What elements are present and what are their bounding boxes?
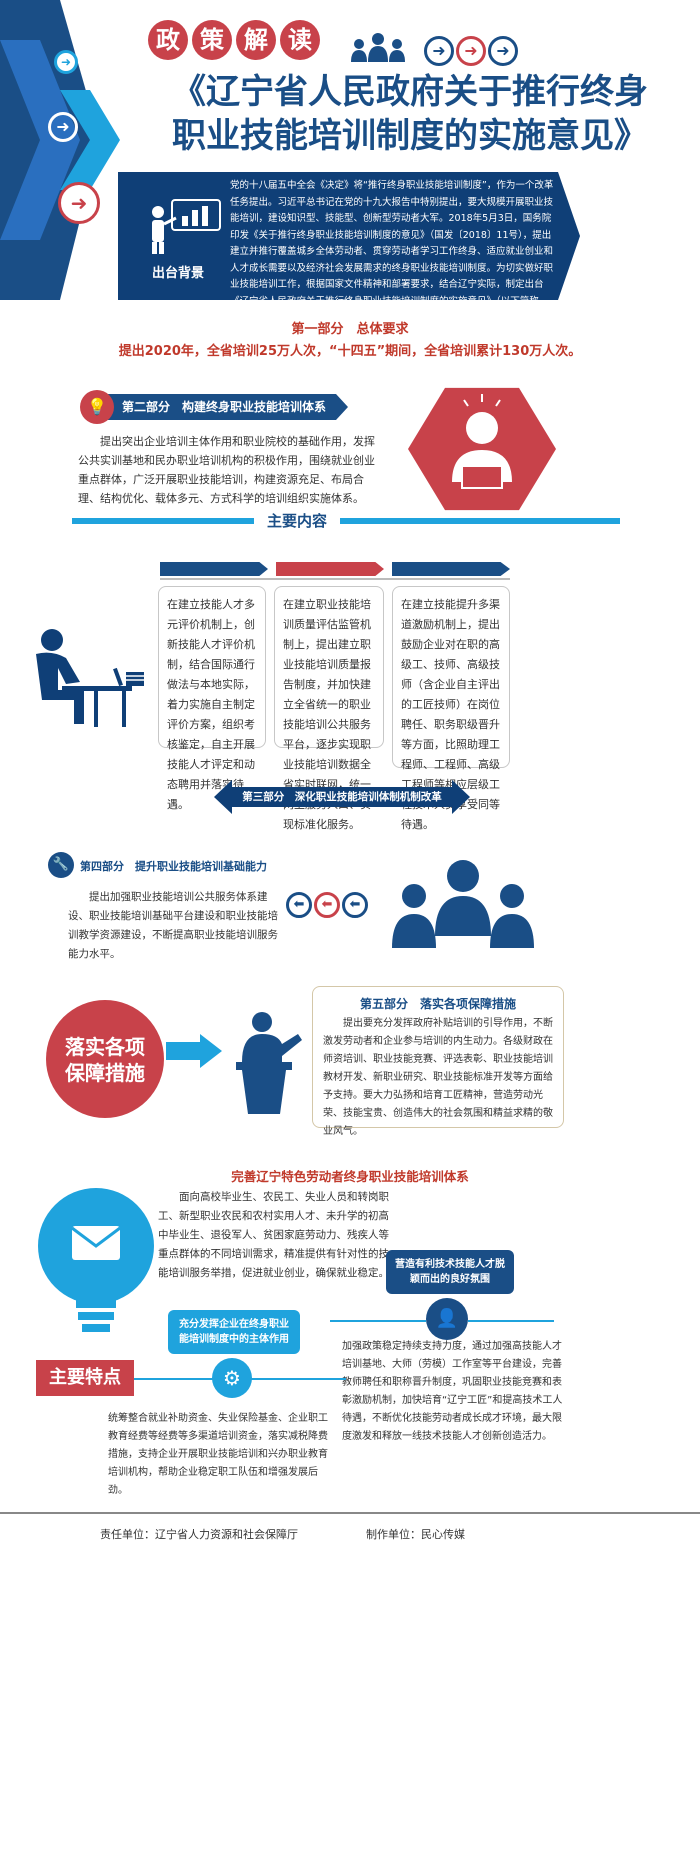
part3-banner: 第三部分 深化职业技能培训体制机制改革 bbox=[214, 780, 470, 814]
arrow-circle-icon: ➜ bbox=[456, 36, 486, 66]
add-user-icon: 👤 bbox=[426, 1298, 468, 1340]
people-group-icon bbox=[348, 32, 408, 64]
content-card: 在建立职业技能培训质量评估监管机制上，提出建立职业技能培训质量报告制度，并加快建… bbox=[274, 586, 384, 831]
main-content-bar-right bbox=[340, 518, 620, 524]
people-team-icon bbox=[388, 856, 538, 952]
gear-icon: ⚙ bbox=[212, 1358, 252, 1398]
part5-card: 第五部分 落实各项保障措施 提出要充分发挥政府补贴培训的引导作用，不断激发劳动者… bbox=[312, 986, 564, 1137]
part5-badge-line: 保障措施 bbox=[65, 1061, 145, 1085]
badge-char: 策 bbox=[192, 20, 232, 60]
features-text2: 加强政策稳定持续支持力度，通过加强高技能人才培训基地、大师（劳模）工作室等平台建… bbox=[342, 1341, 563, 1442]
presenter-hex-icon bbox=[408, 387, 556, 511]
background-panel: 出台背景 党的十八届五中全会《决定》将“推行终身职业技能培训制度”，作为一个改革… bbox=[118, 172, 580, 323]
main-content-title: 主要内容 bbox=[266, 512, 327, 530]
features-bubble2: 充分发挥企业在终身职业能培训制度中的主体作用 bbox=[168, 1310, 300, 1354]
content-card: 在建立技能人才多元评价机制上，创新技能人才评价机制，结合国际通行做法与本地实际，… bbox=[158, 586, 266, 811]
background-label: 出台背景 bbox=[152, 266, 205, 281]
content-tab bbox=[276, 562, 384, 576]
speaker-podium-icon bbox=[228, 1010, 308, 1116]
wrench-icon: 🔧 bbox=[48, 852, 74, 878]
footer-producer: 制作单位：民心传媒 bbox=[366, 1528, 465, 1541]
page-title: 《辽宁省人民政府关于推行终身 职业技能培训制度的实施意见》 bbox=[130, 70, 690, 158]
header-chevrons bbox=[0, 0, 120, 300]
badge-char: 政 bbox=[148, 20, 188, 60]
desk-worker-icon bbox=[22, 620, 152, 730]
part1-text: 提出2020年，全省培训25万人次，“十四五”期间，全省培训累计130万人次。 bbox=[118, 344, 582, 359]
features-bubble1: 营造有利技术技能人才脱颖而出的良好氛围 bbox=[386, 1250, 514, 1294]
right-arrow-icon bbox=[166, 1034, 222, 1068]
footer-divider bbox=[0, 1512, 700, 1514]
arrow-circle-icon: ➜ bbox=[424, 36, 454, 66]
content-card: 在建立技能提升多渠道激励机制上，提出鼓励企业对在职的高级工、技师、高级技师（含企… bbox=[392, 586, 510, 831]
arrow-circle-icon: ⬅ bbox=[314, 892, 340, 918]
features-heading: 完善辽宁特色劳动者终身职业技能培训体系 bbox=[231, 1169, 469, 1184]
title-line: 职业技能培训制度的实施意见》 bbox=[172, 116, 648, 156]
features-text3: 统筹整合就业补助资金、失业保险基金、企业职工教育经费等经费等多渠道培训资金，落实… bbox=[108, 1413, 328, 1496]
badge-char: 解 bbox=[236, 20, 276, 60]
arrow-circle-icon: ⬅ bbox=[286, 892, 312, 918]
footer-responsible: 责任单位：辽宁省人力资源和社会保障厅 bbox=[100, 1528, 298, 1541]
side-red-arrow-icon: ➜ bbox=[58, 182, 100, 224]
badge-char: 读 bbox=[280, 20, 320, 60]
part5-badge-line: 落实各项 bbox=[65, 1035, 145, 1059]
part2-title: 第二部分 构建终身职业技能培训体系 bbox=[122, 400, 327, 414]
part2-text: 提出突出企业培训主体作用和职业院校的基础作用，发挥公共实训基地和民办职业培训机构… bbox=[78, 435, 375, 505]
features-line bbox=[468, 1320, 554, 1322]
part4-text: 提出加强职业技能培训公共服务体系建设、职业技能培训基础平台建设和职业技能培训教学… bbox=[68, 891, 278, 960]
background-text: 党的十八届五中全会《决定》将“推行终身职业技能培训制度”，作为一个改革任务提出。… bbox=[230, 180, 554, 323]
content-tab bbox=[160, 562, 268, 576]
part1-title: 第一部分 总体要求 bbox=[291, 322, 409, 337]
arrow-circle-icon: ⬅ bbox=[342, 892, 368, 918]
bulb-icon: 💡 bbox=[80, 390, 114, 424]
main-content-bar-left bbox=[72, 518, 254, 524]
side-arrow-icon: ➜ bbox=[48, 112, 78, 142]
features-label: 主要特点 bbox=[36, 1360, 134, 1396]
part5-title: 第五部分 落实各项保障措施 bbox=[359, 997, 516, 1011]
presenter-icon bbox=[144, 198, 224, 254]
header-badge: 政 策 解 读 bbox=[148, 20, 320, 60]
lightbulb-mail-icon bbox=[32, 1186, 160, 1342]
part5-badge: 落实各项 保障措施 bbox=[46, 1000, 164, 1118]
arrow-circle-icon: ➜ bbox=[488, 36, 518, 66]
part4-title: 第四部分 提升职业技能培训基础能力 bbox=[80, 860, 267, 873]
part2-banner: 💡 第二部分 构建终身职业技能培训体系 bbox=[80, 390, 348, 424]
features-line bbox=[330, 1320, 426, 1322]
content-tab bbox=[392, 562, 510, 576]
header-arrow-icon: ➜ bbox=[54, 50, 78, 74]
part5-text: 提出要充分发挥政府补贴培训的引导作用，不断激发劳动者和企业参与培训的内生动力。各… bbox=[323, 1018, 553, 1137]
title-line: 《辽宁省人民政府关于推行终身 bbox=[172, 72, 648, 112]
part3-title: 第三部分 深化职业技能培训体制机制改革 bbox=[242, 791, 442, 803]
features-text1: 面向高校毕业生、农民工、失业人员和转岗职工、新型职业农民和农村实用人才、未升学的… bbox=[158, 1191, 389, 1279]
tabs-underline bbox=[160, 578, 510, 580]
